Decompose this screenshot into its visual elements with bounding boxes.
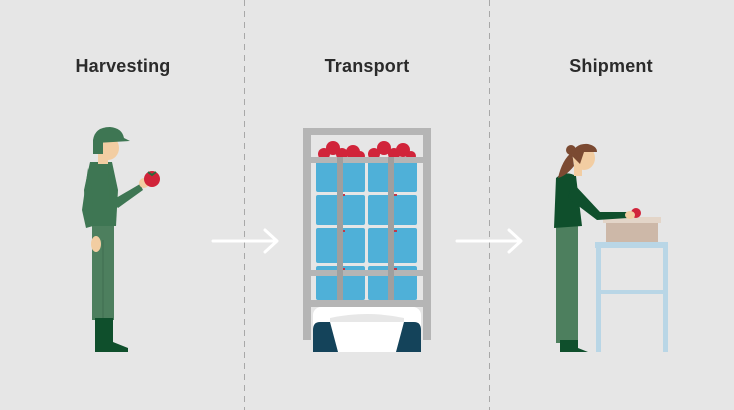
stage-title-harvesting: Harvesting bbox=[75, 56, 171, 76]
stage-title-transport: Transport bbox=[324, 56, 410, 76]
shipment-illustration bbox=[554, 143, 668, 352]
transport-rack-illustration bbox=[303, 128, 431, 352]
arrow-right-icon bbox=[211, 228, 279, 254]
tomato-icon bbox=[144, 171, 160, 187]
box-icon bbox=[606, 220, 658, 242]
harvesting-worker-illustration bbox=[82, 127, 160, 352]
stage-title-shipment: Shipment bbox=[569, 56, 653, 76]
arrow-right-icon bbox=[455, 228, 523, 254]
